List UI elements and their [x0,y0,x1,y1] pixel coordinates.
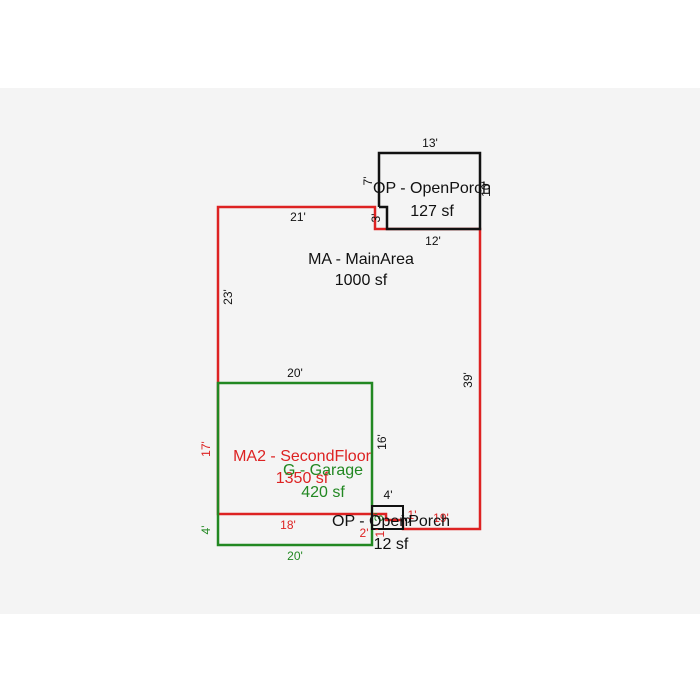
dim-porch-bottom-side: 3' [372,513,386,522]
dim-porch-bottom-side2: 3' [399,515,413,524]
dim-second-bottom: 18' [280,518,296,532]
top-porch-name: OP - OpenPorch [373,180,491,197]
bottom-porch-outline [371,505,404,530]
dim-main-left: 23' [221,289,235,305]
dim-porch-top-left: 7' [361,177,375,186]
dim-porch-bottom-side3: 1' [373,529,387,538]
drawing-background [0,88,700,614]
dim-garage-right: 16' [375,434,389,450]
dim-main-top-right: 12' [425,234,441,248]
garage-name: G - Garage [283,462,363,479]
dim-second-step: 2' [360,526,369,540]
dim-porch-top-right: 10' [479,181,493,197]
main-area-name: MA - MainArea [308,251,414,268]
bottom-porch-size: 12 sf [374,536,409,553]
garage-size: 420 sf [301,484,345,501]
dim-porch-bottom-side4: 1' [408,508,417,522]
second-floor-name: MA2 - SecondFloor [233,448,372,465]
dim-garage-left: 4' [199,526,213,535]
top-porch-outline [377,151,482,231]
dim-main-bottom-right: 19' [433,511,449,525]
bottom-porch-name: OP - OpenPorch [332,513,450,530]
dim-main-top-left: 21' [290,210,306,224]
dim-garage-top: 20' [287,366,303,380]
garage-outline [216,381,374,547]
dim-garage-bottom: 20' [287,549,303,563]
dim-porch-bottom-top: 4' [384,488,393,502]
main-area-outline [216,205,482,531]
dim-porch-top-width: 13' [422,136,438,150]
main-area-size: 1000 sf [335,272,388,289]
dim-main-right: 39' [461,372,475,388]
second-floor-size: 1350 sf [276,470,329,487]
dim-second-left: 17' [199,441,213,457]
dim-main-notch: 3' [369,214,383,223]
top-porch-size: 127 sf [410,203,454,220]
